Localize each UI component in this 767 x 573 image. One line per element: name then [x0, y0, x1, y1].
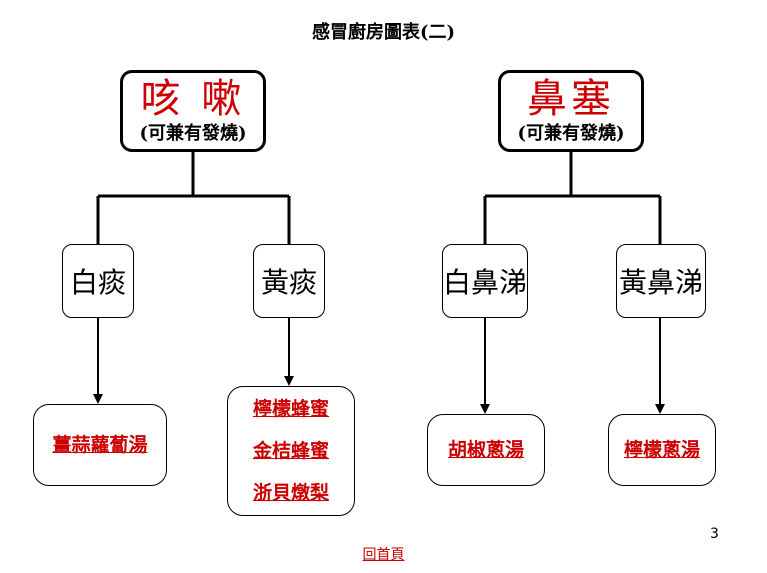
- page-title: 感冒廚房圖表(二): [311, 22, 456, 43]
- remedy-box-yellow-phlegm: 檸檬蜂蜜 金桔蜂蜜 浙貝燉梨: [227, 386, 355, 516]
- page-number: 3: [710, 526, 719, 542]
- symptom-label: 黃鼻涕: [618, 266, 703, 299]
- category-name: 鼻塞: [527, 76, 615, 122]
- remedy-link[interactable]: 檸檬蔥湯: [623, 439, 700, 461]
- category-cough: 咳 嗽 (可兼有發燒): [120, 70, 266, 152]
- remedy-link[interactable]: 薑蒜蘿蔔湯: [52, 434, 148, 456]
- remedy-link[interactable]: 金桔蜂蜜: [252, 440, 329, 462]
- symptom-white-phlegm: 白痰: [62, 244, 134, 318]
- remedy-link[interactable]: 檸檬蜂蜜: [252, 398, 329, 420]
- remedy-box-yellow-mucus: 檸檬蔥湯: [608, 414, 716, 486]
- symptom-yellow-mucus: 黃鼻涕: [616, 244, 706, 318]
- remedy-box-white-mucus: 胡椒蔥湯: [427, 414, 545, 486]
- symptom-yellow-phlegm: 黃痰: [253, 244, 325, 318]
- remedy-box-white-phlegm: 薑蒜蘿蔔湯: [33, 404, 167, 486]
- category-note: (可兼有發燒): [517, 123, 625, 144]
- home-link[interactable]: 回首頁: [362, 547, 405, 563]
- symptom-label: 白鼻涕: [443, 266, 528, 299]
- symptom-label: 白痰: [69, 266, 126, 299]
- remedy-link[interactable]: 胡椒蔥湯: [447, 439, 524, 461]
- category-name: 咳 嗽: [140, 76, 246, 122]
- symptom-label: 黃痰: [260, 266, 317, 299]
- symptom-white-mucus: 白鼻涕: [442, 244, 528, 318]
- category-note: (可兼有發燒): [139, 123, 247, 144]
- category-nasal-congestion: 鼻塞 (可兼有發燒): [498, 70, 644, 152]
- remedy-link[interactable]: 浙貝燉梨: [252, 482, 329, 504]
